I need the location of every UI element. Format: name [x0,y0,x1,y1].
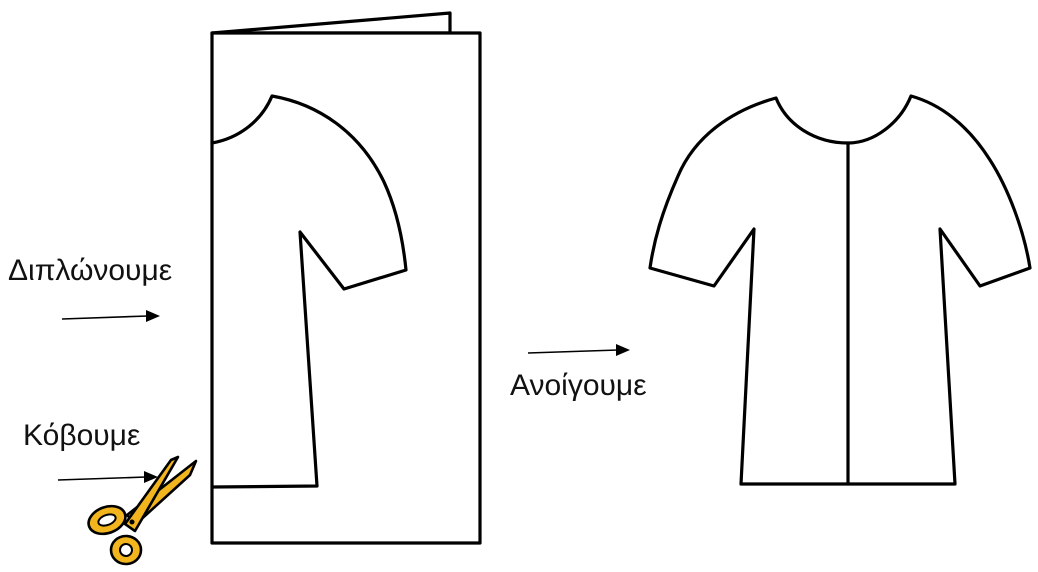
folded-paper [212,13,480,543]
scissors-icon [85,457,196,564]
cut-step-label: Κόβουμε [23,419,140,452]
fold-arrow [62,310,160,322]
opened-shirt [650,96,1030,484]
full-shirt-outline [650,96,1030,484]
fold-step-label: Διπλώνουμε [8,254,172,287]
cut-arrow [58,471,158,483]
open-arrow [528,344,630,356]
open-step-label: Ανοίγουμε [510,369,647,402]
paper-fold-flap [212,13,450,33]
